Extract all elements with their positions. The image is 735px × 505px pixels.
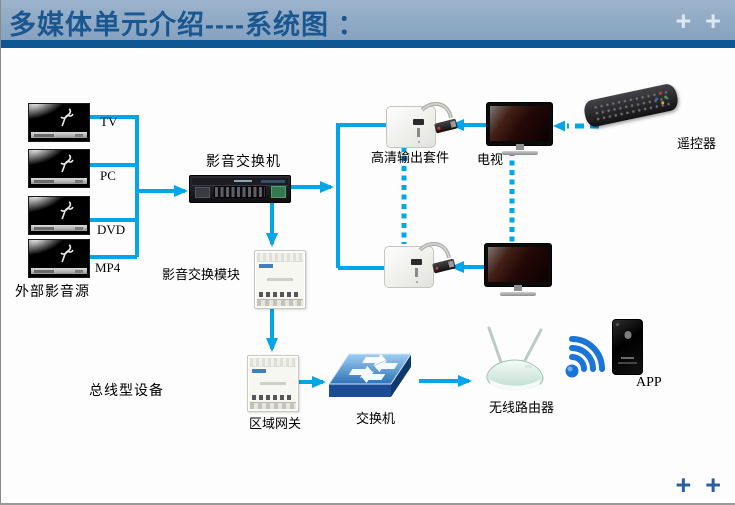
module-top-strip xyxy=(257,253,303,262)
wireless-router-device xyxy=(486,326,544,392)
video-source-thumbnail-pc xyxy=(29,150,89,187)
player-bar xyxy=(31,268,87,274)
plus-icon: + xyxy=(675,470,692,500)
module-text-line xyxy=(260,382,286,385)
dancer-figure-icon xyxy=(60,201,74,220)
page-title: 多媒体单元介绍----系统图 ： xyxy=(9,10,366,40)
hd-kit-led xyxy=(416,281,418,283)
hd-kit-vslot xyxy=(415,268,418,277)
tv-stand-neck xyxy=(514,285,522,291)
phone-logo xyxy=(624,331,631,339)
footer-plus-decoration: + + xyxy=(675,472,721,499)
hd-output-kit-2 xyxy=(384,242,459,290)
area-gateway-device xyxy=(247,355,299,412)
module-bottom-strip xyxy=(257,299,303,306)
wifi-signal-icon xyxy=(565,336,605,378)
hd-kit-box xyxy=(386,106,436,148)
phone-text-line xyxy=(618,362,637,364)
header-accent-bar xyxy=(1,40,735,48)
player-bar xyxy=(31,178,87,184)
source-label-pc: PC xyxy=(100,168,116,183)
module-terminal-row xyxy=(252,395,294,400)
hd-kit-vslot xyxy=(417,128,420,137)
module-brand-mark xyxy=(252,369,266,373)
video-source-thumbnail-dvd xyxy=(29,197,89,234)
module-brand-mark xyxy=(259,264,273,268)
rack-faceplate xyxy=(192,178,288,186)
tv-screen xyxy=(490,106,549,141)
plus-icon: + xyxy=(705,6,721,36)
av-switcher-label: 影音交换机 xyxy=(206,155,281,170)
bus-device-label: 总线型设备 xyxy=(89,384,164,399)
plus-icon: + xyxy=(705,470,721,500)
source-label-dvd: DVD xyxy=(97,222,126,237)
remote-control-label: 遥控器 xyxy=(677,136,717,151)
source-label-mp4: MP4 xyxy=(95,260,121,275)
video-source-thumbnail-tv xyxy=(29,104,89,141)
tv-screen xyxy=(488,247,548,282)
source-label-tv: TV xyxy=(100,114,118,129)
av-switch-module-device xyxy=(254,250,306,309)
app-label: APP xyxy=(636,375,662,390)
hd-output-kit-1 xyxy=(386,102,461,150)
ethernet-switch-device xyxy=(328,353,412,397)
rack-terminal-block xyxy=(271,186,286,198)
av-switch-module-label: 影音交换模块 xyxy=(162,267,241,282)
header-plus-decoration: + + xyxy=(675,8,721,35)
av-switcher-device xyxy=(189,175,291,203)
phone-camera xyxy=(616,323,619,326)
tv-2 xyxy=(485,244,551,296)
dancer-figure-icon xyxy=(60,244,74,263)
plus-icon: + xyxy=(675,6,692,36)
hd-kit-led xyxy=(418,141,420,143)
player-bar xyxy=(31,132,87,138)
module-bottom-strip xyxy=(250,402,296,409)
tv-stand-base xyxy=(500,292,536,296)
module-terminal-row xyxy=(259,292,301,297)
hd-kit-box xyxy=(384,246,434,288)
hd-output-kit-label: 高清输出套件 xyxy=(371,150,450,165)
player-bar xyxy=(31,225,87,231)
ethernet-switch-label: 交换机 xyxy=(356,411,396,426)
smartphone-device xyxy=(612,319,643,375)
tv-stand-neck xyxy=(515,144,524,150)
wireless-router-label: 无线路由器 xyxy=(489,400,555,415)
dancer-figure-icon xyxy=(60,154,74,173)
module-text-line xyxy=(267,278,293,281)
module-top-strip xyxy=(250,358,296,367)
area-gateway-label: 区域网关 xyxy=(249,416,302,431)
tv-label: 电视 xyxy=(477,152,504,167)
rack-jack xyxy=(195,187,210,198)
slide-header: 多媒体单元介绍----系统图 ： + + xyxy=(1,0,735,40)
tv-stand-base xyxy=(501,151,538,155)
video-source-thumbnail-mp4 xyxy=(29,240,89,277)
rack-ports xyxy=(214,186,266,198)
phone-text-line xyxy=(621,357,634,359)
hd-kit-slot xyxy=(413,119,424,125)
source-group-label: 外部影音源 xyxy=(15,285,90,300)
hd-kit-cable xyxy=(418,242,451,259)
hd-kit-cable xyxy=(420,102,453,119)
hd-kit-slot xyxy=(411,259,422,265)
tv-1 xyxy=(487,103,552,155)
dancer-figure-icon xyxy=(60,108,74,127)
